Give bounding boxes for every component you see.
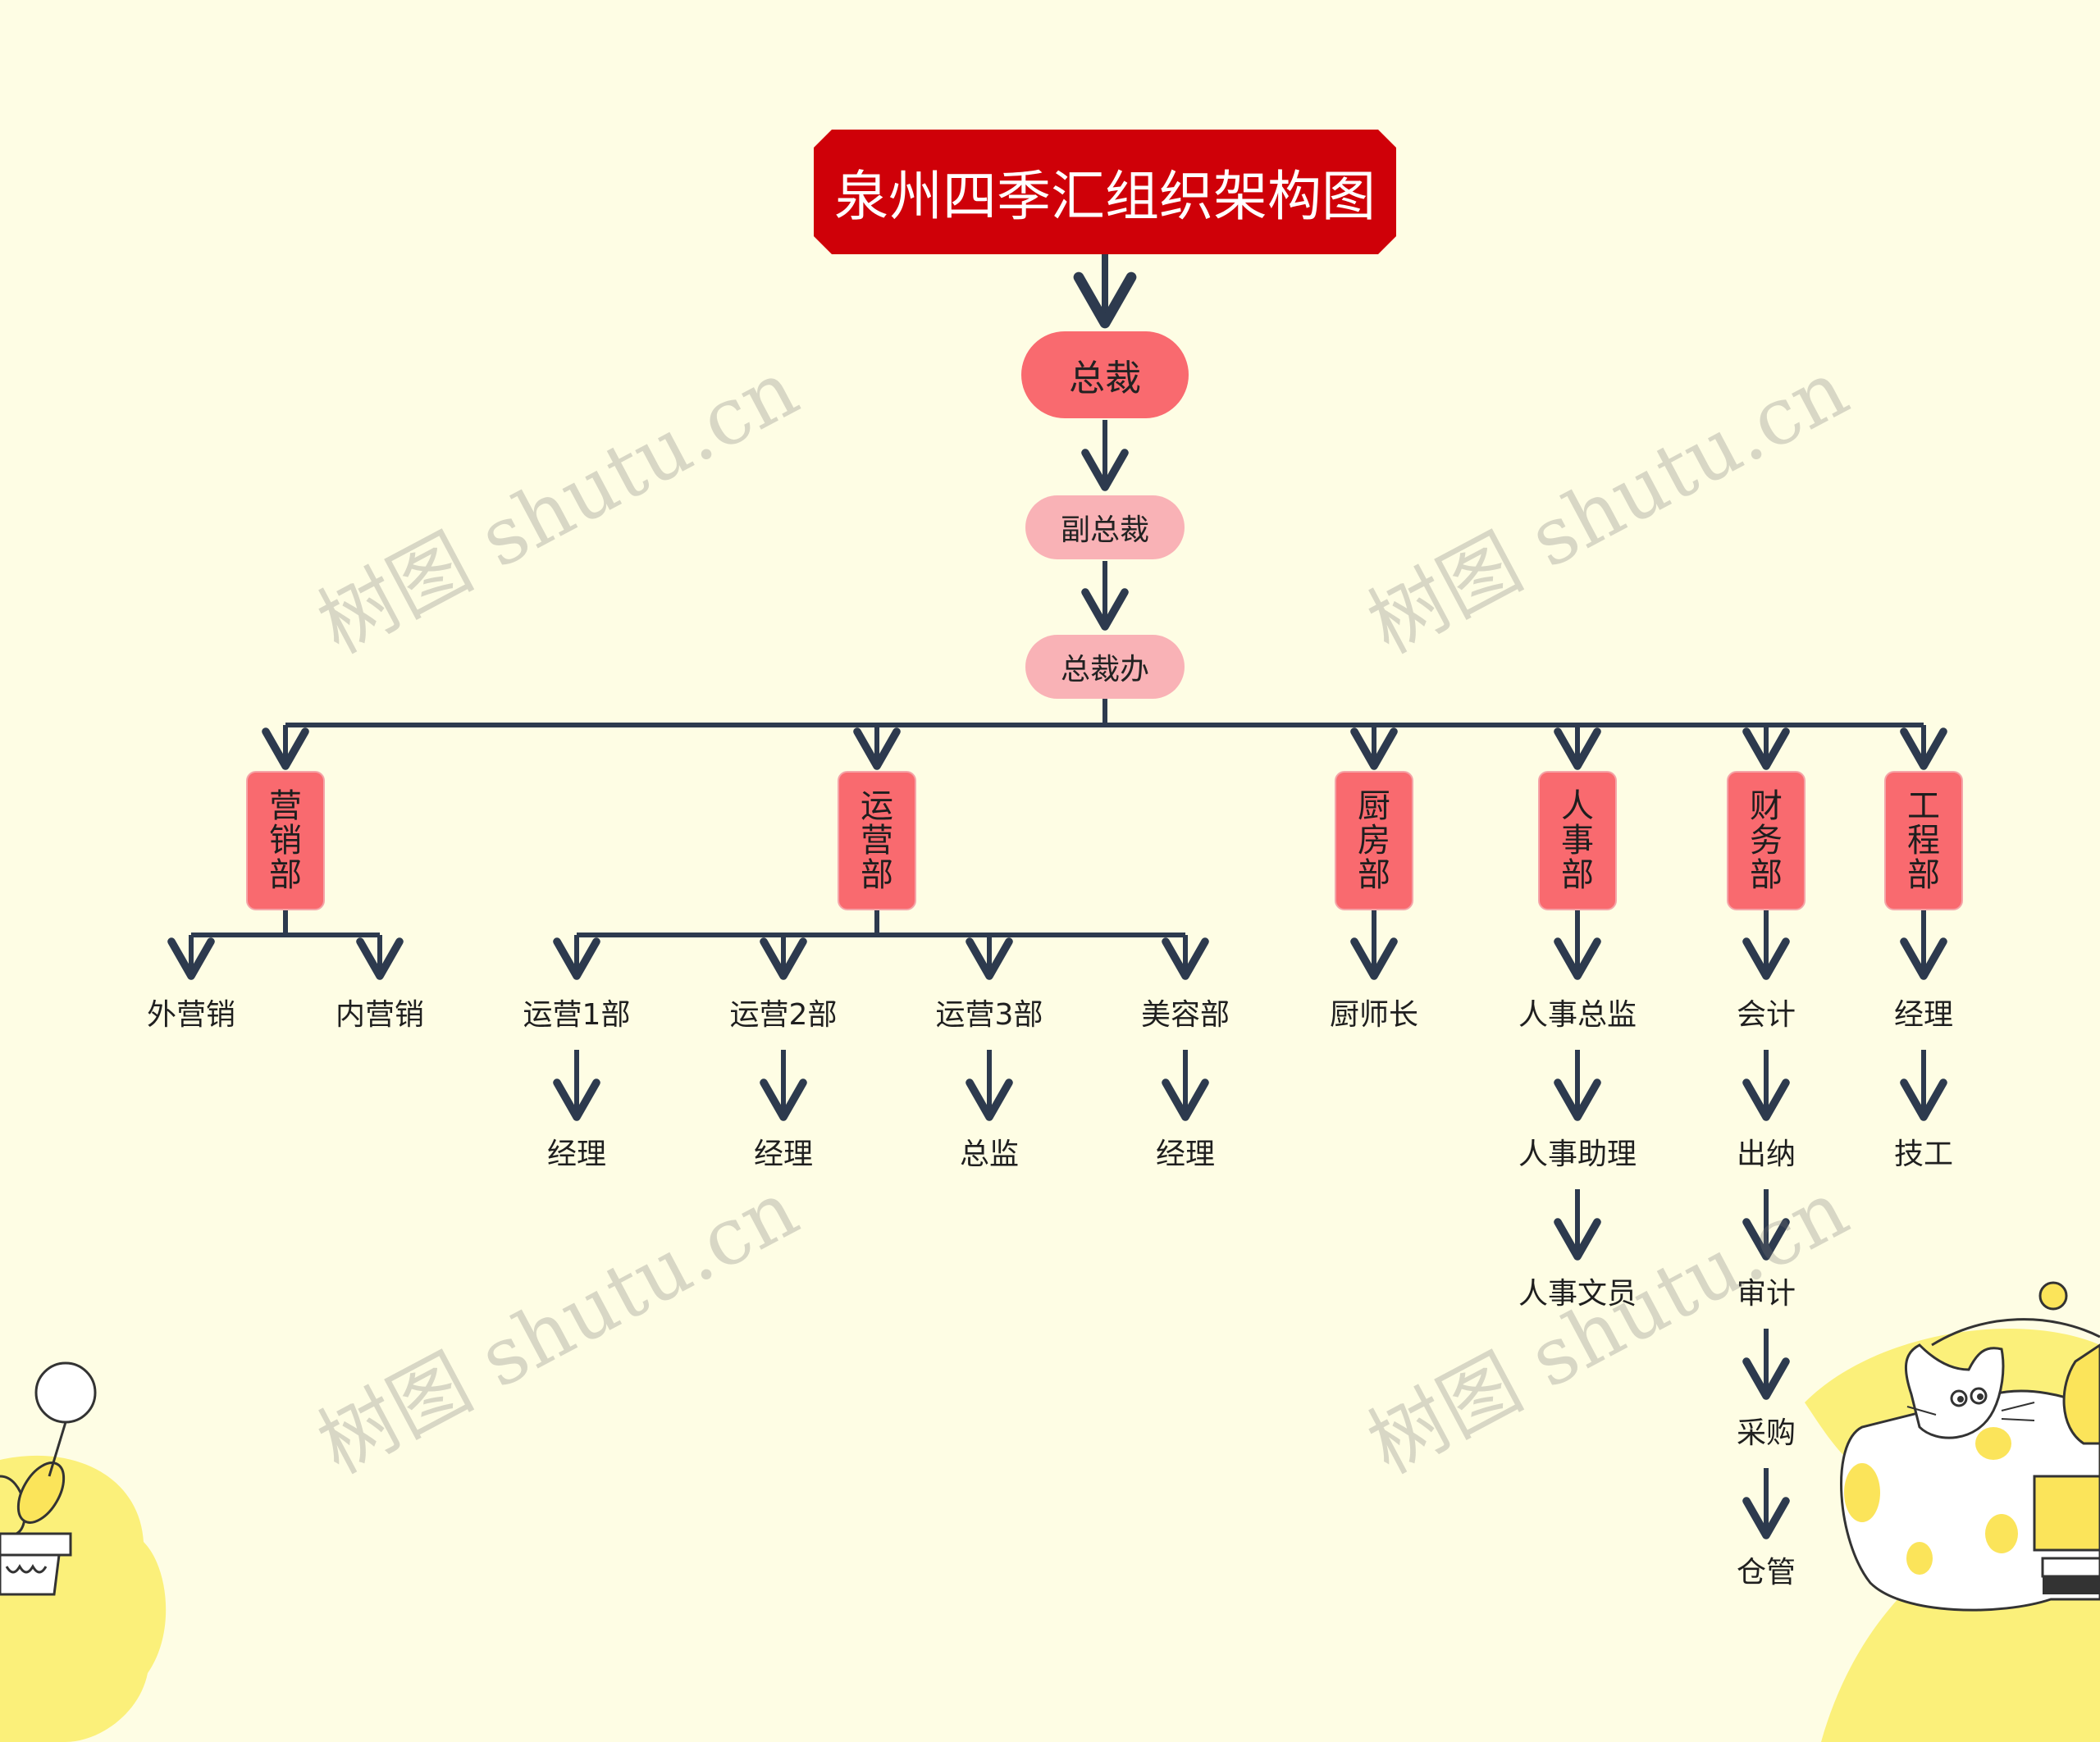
dept-label-char: 厨 xyxy=(1358,787,1390,825)
decor-right-blob xyxy=(1805,1281,2100,1742)
leaf-eng-manager: 经理 xyxy=(1893,998,1953,1032)
dept-marketing: 营销部 xyxy=(246,771,325,910)
dept-label-char: 房 xyxy=(1358,822,1390,860)
leaf-auditor: 审计 xyxy=(1736,1277,1796,1311)
dept-finance: 财务部 xyxy=(1727,771,1806,910)
dept-label-char: 运 xyxy=(861,787,893,825)
leaf-cashier: 出纳 xyxy=(1736,1138,1796,1171)
dept-label-char: 部 xyxy=(1750,856,1783,894)
leaf-ops-1-manager: 经理 xyxy=(546,1138,606,1171)
dept-label-char: 营 xyxy=(269,787,302,825)
leaf-warehouse: 仓管 xyxy=(1736,1556,1796,1589)
dept-label-char: 事 xyxy=(1561,822,1594,860)
dept-label-char: 营 xyxy=(861,822,893,860)
dept-label-char: 务 xyxy=(1750,822,1783,860)
leaf-head-chef: 厨师长 xyxy=(1329,998,1418,1032)
dept-label-char: 部 xyxy=(269,856,302,894)
node-president-office: 总裁办 xyxy=(1025,635,1185,699)
dept-label-char: 销 xyxy=(269,822,302,860)
leaf-hr-director: 人事总监 xyxy=(1518,998,1637,1032)
dept-label-char: 部 xyxy=(1561,856,1594,894)
node-president: 总裁 xyxy=(1021,331,1189,418)
dept-label-char: 部 xyxy=(861,856,893,894)
lightbulb-illustration xyxy=(2038,1281,2068,1311)
leaf-purchasing: 采购 xyxy=(1736,1416,1796,1450)
leaf-ops-3: 运营3部 xyxy=(935,998,1043,1032)
dept-kitchen: 厨房部 xyxy=(1335,771,1413,910)
dept-label-char: 财 xyxy=(1750,787,1783,825)
cat-illustration xyxy=(1840,1343,2100,1612)
decor-left-blob xyxy=(0,1361,167,1742)
lightbulb-illustration xyxy=(34,1361,97,1424)
leaf-accountant: 会计 xyxy=(1736,998,1796,1032)
dept-hr: 人事部 xyxy=(1538,771,1617,910)
leaf-outer-marketing: 外营销 xyxy=(146,998,235,1032)
dept-engineering: 工程部 xyxy=(1884,771,1963,910)
leaf-ops-2-manager: 经理 xyxy=(753,1138,813,1171)
dept-label-char: 人 xyxy=(1561,787,1594,825)
leaf-ops-1: 运营1部 xyxy=(523,998,631,1032)
chart-title: 泉州四季汇组织架构图 xyxy=(814,130,1396,254)
plant-pot-illustration xyxy=(0,1532,72,1557)
dept-operations: 运营部 xyxy=(838,771,916,910)
leaf-inner-marketing: 内营销 xyxy=(335,998,424,1032)
node-vice-president: 副总裁 xyxy=(1025,495,1185,559)
dept-label-char: 程 xyxy=(1907,822,1940,860)
connectors xyxy=(167,254,1947,1539)
leaf-hr-assistant: 人事助理 xyxy=(1518,1138,1637,1171)
leaf-hr-clerk: 人事文员 xyxy=(1518,1277,1637,1311)
leaf-beauty-manager: 经理 xyxy=(1155,1138,1215,1171)
dept-label-char: 部 xyxy=(1907,856,1940,894)
dept-label-char: 部 xyxy=(1358,856,1390,894)
leaf-technician: 技工 xyxy=(1893,1138,1953,1171)
leaf-ops-3-director: 总监 xyxy=(959,1138,1019,1171)
leaf-ops-2: 运营2部 xyxy=(729,998,838,1032)
dept-label-char: 工 xyxy=(1907,787,1940,825)
leaf-beauty: 美容部 xyxy=(1140,998,1230,1032)
